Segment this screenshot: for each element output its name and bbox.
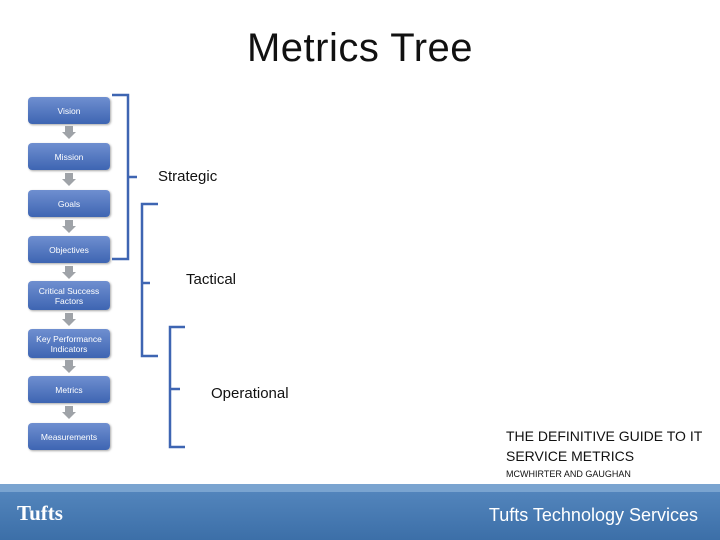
tactical-label: Tactical [186,271,237,288]
footer-stripe [0,484,720,492]
box-critical-success-factors: Critical Success Factors [28,281,110,310]
page-title: Metrics Tree [246,26,474,70]
tufts-logo: Tufts [17,501,63,525]
organization-name: Tufts Technology Services [488,505,698,525]
box-measurements: Measurements [28,423,110,450]
tactical-bracket [140,202,158,358]
reference-book-title: THE DEFINITIVE GUIDE TO IT SERVICE METRI… [506,428,703,464]
arrow-down-icon [62,360,76,373]
box-key-performance-indicators: Key Performance Indicators [28,329,110,358]
box-metrics: Metrics [28,376,110,403]
box-objectives: Objectives [28,236,110,263]
reference-authors: MCWHIRTER AND GAUGHAN [506,469,631,479]
arrow-down-icon [62,313,76,326]
footer-bar: Tufts Tufts Technology Services [0,484,720,540]
box-vision: Vision [28,97,110,124]
arrow-down-icon [62,126,76,139]
operational-label: Operational [211,385,289,402]
strategic-label: Strategic [158,168,218,185]
arrow-down-icon [62,266,76,279]
arrow-down-icon [62,406,76,419]
strategic-bracket [112,93,130,261]
box-mission: Mission [28,143,110,170]
operational-bracket [168,325,185,449]
arrow-down-icon [62,173,76,186]
box-goals: Goals [28,190,110,217]
arrow-down-icon [62,220,76,233]
